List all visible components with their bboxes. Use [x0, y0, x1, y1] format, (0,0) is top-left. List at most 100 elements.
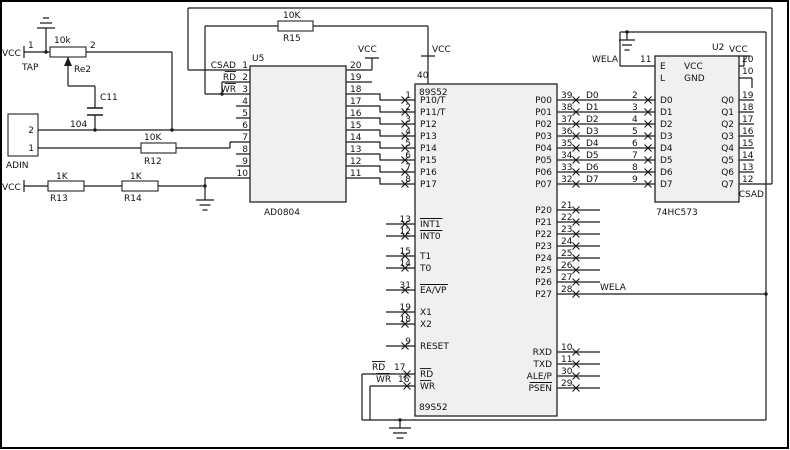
chip-mcu-89s52: [414, 83, 558, 417]
u5-pin-label: WR: [221, 85, 236, 95]
mcu-pin-number: 22: [561, 213, 572, 223]
mcu-pin-number: 25: [561, 249, 572, 259]
mcu-pin-label: ALE/P: [527, 372, 553, 382]
pot-ref: Re2: [74, 65, 91, 75]
wire-cross-mark: [572, 120, 580, 128]
mcu-pin-label: P12: [420, 120, 437, 130]
ground-icon: [196, 199, 214, 211]
vcc-label: VCC: [432, 45, 451, 55]
ground-icon: [37, 17, 55, 29]
chip-part-number: 89S52: [419, 403, 448, 413]
vcc-label: VCC: [2, 183, 21, 193]
mcu-pin-number: 7: [405, 163, 411, 173]
u2-pin-label: D4: [660, 144, 673, 154]
wires-mcu-left-stubs: [361, 55, 435, 420]
u5-pin-number: 12: [350, 157, 361, 167]
mcu-pin-label: INT1: [420, 220, 441, 230]
u2-pin-number: 4: [632, 115, 638, 125]
u2-ctrl-label: E: [660, 62, 666, 72]
resistor-value: 10K: [283, 11, 301, 21]
u5-pin-number: 19: [350, 73, 362, 83]
u5-pin-number: 20: [350, 61, 362, 71]
ground-icon: [619, 32, 635, 51]
u5-pin-label: CSAD: [211, 61, 236, 71]
mcu-pin-label: INT0: [420, 232, 441, 242]
resistor-ref: R12: [144, 157, 162, 167]
mcu-pin-number: 38: [561, 103, 573, 113]
wire-cross-mark: [401, 108, 409, 116]
u2-pin-label: Q3: [721, 132, 734, 142]
resistor-value: 1K: [56, 172, 69, 182]
mcu-pin-label: P23: [535, 242, 552, 252]
bus-label: D1: [586, 103, 599, 113]
u2-pin-number: 14: [742, 151, 754, 161]
wire-cross-mark: [572, 144, 580, 152]
resistor-r14-body: [121, 180, 159, 192]
mcu-pin-number: 24: [561, 237, 573, 247]
wire-cross-mark: [572, 132, 580, 140]
mcu-pin-number: 23: [561, 225, 572, 235]
mcu-pin-number: 16: [398, 375, 410, 385]
wire-cross-mark: [644, 132, 652, 140]
wires-data-bus-d0-d7: [557, 99, 655, 185]
wire-cross-mark: [403, 370, 411, 378]
wire-cross-mark: [644, 168, 652, 176]
wires-u2-right: [738, 55, 772, 185]
wire-cross-mark: [401, 308, 409, 316]
u2-ctrl-label: VCC: [684, 62, 703, 72]
wire-cross-mark: [572, 254, 580, 262]
u2-ctrl-label: L: [660, 74, 665, 84]
mcu-pin-number: 5: [405, 139, 411, 149]
resistor-r12-body: [140, 142, 177, 154]
potentiometer-wiper-arrow: [64, 57, 72, 66]
chip-part-number: 89S52: [419, 88, 448, 98]
mcu-pin-label: P25: [535, 266, 552, 276]
u2-pin-number: 18: [742, 103, 754, 113]
wires-p2-and-serial: [557, 209, 766, 389]
u5-pin-number: 8: [242, 145, 248, 155]
mcu-pin-number: 11: [561, 355, 572, 365]
wire-cross-mark: [644, 108, 652, 116]
mcu-pin-number: 34: [561, 151, 573, 161]
mcu-pin-label: T0: [419, 264, 431, 274]
mcu-pin-number: 15: [400, 247, 411, 257]
mcu-pin-label: WR: [420, 382, 435, 392]
u5-pin-number: 5: [242, 109, 248, 119]
mcu-pin-number: 4: [405, 127, 411, 137]
wire-cross-mark: [401, 342, 409, 350]
wire-cross-mark: [403, 382, 411, 390]
resistor-ref: R15: [283, 34, 301, 44]
u2-pin-number: 6: [632, 139, 638, 149]
net-label-wela: WELA: [592, 55, 619, 65]
u2-pin-label: D0: [660, 96, 673, 106]
u2-pin-label: D7: [660, 180, 673, 190]
wire-cross-mark: [401, 220, 409, 228]
mcu-pin-number: 17: [394, 363, 405, 373]
u2-pin-label: D6: [660, 168, 673, 178]
mcu-pin-label: P04: [535, 144, 552, 154]
u2-pin-label: D1: [660, 108, 673, 118]
wire-cross-mark: [401, 96, 409, 104]
u2-pin-label: Q7: [721, 180, 734, 190]
bus-label: D6: [586, 163, 599, 173]
mcu-pin-number: 21: [561, 201, 572, 211]
vcc-label: VCC: [2, 49, 21, 59]
mcu-pin-label: P26: [535, 278, 552, 288]
bus-label: D0: [586, 91, 599, 101]
wire-cross-mark: [572, 218, 580, 226]
resistor-value: 10K: [144, 133, 162, 143]
mcu-wr-outside-label: WR: [376, 375, 391, 385]
mcu-pin-number: 26: [561, 261, 573, 271]
wire-cross-mark: [572, 372, 580, 380]
mcu-pin-label: RD: [420, 370, 433, 380]
resistor-ref: R14: [124, 194, 142, 204]
mcu-pin-number: 14: [400, 259, 412, 269]
u2-pin-number: 19: [742, 91, 754, 101]
wire-cross-mark: [572, 156, 580, 164]
mcu-pin-label: TXD: [532, 360, 552, 370]
mcu-rd-outside-label: RD: [372, 363, 385, 373]
u5-pin-number: 16: [350, 109, 362, 119]
adin-pin-number: 1: [28, 144, 34, 154]
